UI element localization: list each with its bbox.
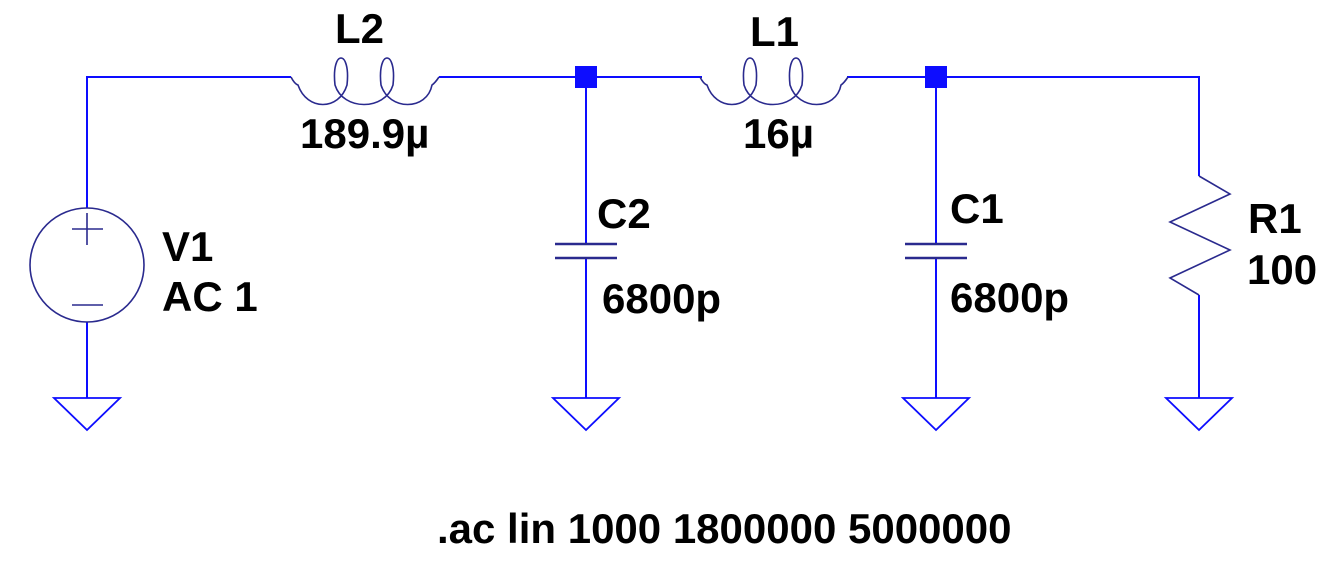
ground-symbol-c1[interactable] <box>900 397 972 432</box>
junction-dot-c2[interactable] <box>575 66 597 88</box>
wire-v1-to-l2[interactable] <box>86 76 291 208</box>
ground-symbol-v1[interactable] <box>51 397 123 432</box>
label-c2-name[interactable]: C2 <box>597 190 651 237</box>
spice-directive[interactable]: .ac lin 1000 1800000 5000000 <box>437 505 1012 552</box>
capacitor-c1[interactable] <box>905 242 967 260</box>
inductor-coil <box>290 57 440 106</box>
label-c1-name[interactable]: C1 <box>950 185 1004 232</box>
label-v1-name[interactable]: V1 <box>162 223 214 270</box>
label-c2-value[interactable]: 6800p <box>602 275 722 322</box>
ground-symbol-r1[interactable] <box>1163 397 1235 432</box>
voltage-source-v1[interactable] <box>29 207 145 323</box>
junction-dot-c1[interactable] <box>925 66 947 88</box>
label-l1-value[interactable]: 16µ <box>743 110 814 157</box>
inductor-l1[interactable] <box>699 57 849 106</box>
wire-l1-to-r1[interactable] <box>847 76 1200 176</box>
capacitor-c2[interactable] <box>555 242 617 260</box>
resistor-r1[interactable] <box>1168 175 1232 296</box>
inductor-l2[interactable] <box>290 57 440 106</box>
wire-net[interactable] <box>86 66 1200 398</box>
label-v1-value[interactable]: AC 1 <box>162 273 258 320</box>
label-l2-name[interactable]: L2 <box>335 5 385 52</box>
label-r1-value[interactable]: 100 <box>1247 246 1318 293</box>
voltage-source-circle <box>29 207 145 323</box>
inductor-coil <box>699 57 849 106</box>
label-r1-name[interactable]: R1 <box>1248 195 1302 242</box>
label-l1-name[interactable]: L1 <box>750 8 800 55</box>
label-c1-value[interactable]: 6800p <box>950 274 1070 321</box>
label-l2-value[interactable]: 189.9µ <box>300 110 430 157</box>
ground-symbol-c2[interactable] <box>550 397 622 432</box>
resistor-zigzag <box>1168 175 1232 296</box>
